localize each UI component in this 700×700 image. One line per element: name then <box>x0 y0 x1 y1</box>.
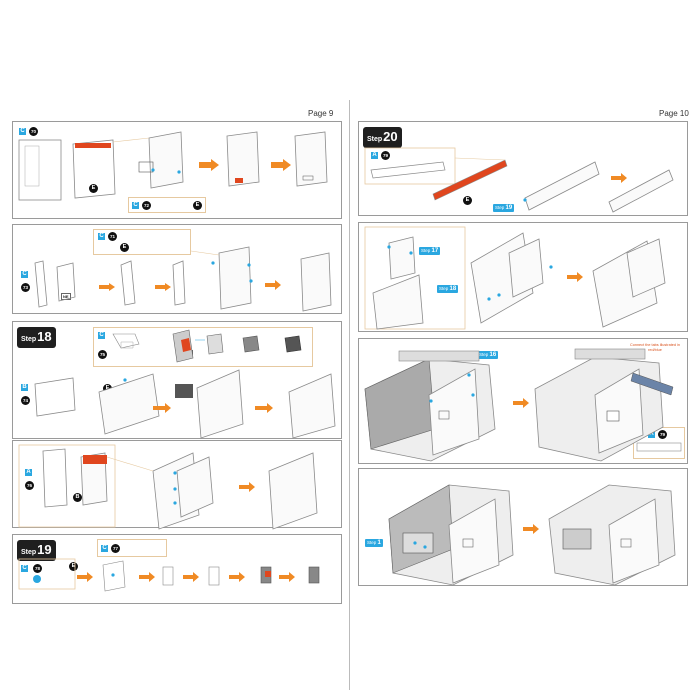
panel-illustration <box>388 484 676 586</box>
part-number-badge: 70 <box>29 127 38 136</box>
step-reference-tag: Step 1 <box>365 539 383 547</box>
piece-label-badge: B <box>73 493 82 502</box>
step-reference-tag: Step 16 <box>477 351 499 359</box>
panel-illustration <box>18 131 328 201</box>
instruction-panel-p9-4: A 76 B <box>12 440 342 530</box>
panel-illustration <box>18 558 320 592</box>
panel-illustration <box>364 226 666 330</box>
part-sheet-letter: C <box>98 233 105 240</box>
piece-label-badge: E <box>103 384 112 393</box>
panel-illustration <box>34 329 336 439</box>
panel-illustration <box>18 444 318 530</box>
instruction-panel-p9-1: C 70 E C 72 E <box>12 121 342 219</box>
part-sheet-letter: B <box>21 384 28 391</box>
part-sheet-letter: A <box>25 469 32 476</box>
instruction-panel-p10-4: Step 1 <box>358 468 688 586</box>
piece-label-badge: E <box>89 184 98 193</box>
step-reference-tag: Step 17 <box>419 247 441 255</box>
sub-callout: C 71 E <box>93 229 191 255</box>
instruction-panel-p10-3: Step 16 Connect the tabs illustrated in … <box>358 338 688 464</box>
panel-illustration <box>364 147 674 213</box>
step-reference-tag: Step 18 <box>437 285 459 293</box>
part-sheet-letter: C <box>19 128 26 135</box>
instruction-panel-p10-1: Step20 A 79 E Step 19 <box>358 121 688 216</box>
sub-callout: C 72 E <box>128 197 206 213</box>
step-badge-20: Step20 <box>363 127 402 148</box>
page-number-right: Page 10 <box>659 109 689 118</box>
part-number-badge: 76 <box>25 481 34 490</box>
sub-callout: C 77 <box>97 539 167 557</box>
piece-label-badge: E <box>69 562 78 571</box>
part-number-badge: 78 <box>33 564 42 573</box>
part-sheet-letter: A <box>648 431 655 438</box>
part-number-badge: 71 <box>108 232 117 241</box>
instruction-panel-p9-3: Step18 C 75 B 74 E NE <box>12 321 342 439</box>
part-number-badge: 75 <box>98 350 107 359</box>
page-divider <box>349 100 350 690</box>
instruction-panel-p9-5: Step19 C 77 C 78 E <box>12 534 342 604</box>
piece-label-badge: E <box>463 196 472 205</box>
panel-illustration <box>364 348 682 462</box>
part-number-badge: 74 <box>21 396 30 405</box>
piece-label-badge: E <box>193 201 202 210</box>
step-badge-18: Step18 <box>17 327 56 348</box>
part-sheet-letter: A <box>371 152 378 159</box>
part-number-badge: 79 <box>658 430 667 439</box>
part-number-badge: 73 <box>21 283 30 292</box>
page-number-left: Page 9 <box>308 109 334 118</box>
part-sheet-letter: C <box>21 271 28 278</box>
instruction-panel-p9-2: C 71 E C 73 NE <box>12 224 342 314</box>
part-sheet-letter: C <box>21 565 28 572</box>
part-number-badge: 77 <box>111 544 120 553</box>
sub-callout: C 75 <box>93 327 313 367</box>
part-sheet-letter: C <box>101 545 108 552</box>
piece-label-badge: E <box>120 243 129 252</box>
part-number-badge: 79 <box>381 151 390 160</box>
step-reference-tag: Step 19 <box>493 204 515 212</box>
part-sheet-letter: C <box>98 332 105 339</box>
part-number-badge: 72 <box>142 201 151 210</box>
part-sheet-letter: C <box>132 202 139 209</box>
instruction-note: Connect the tabs illustrated in red/blue <box>629 343 681 352</box>
instruction-panel-p10-2: Step 17 Step 18 <box>358 222 688 332</box>
panel-illustration <box>34 246 332 312</box>
step-badge-19: Step19 <box>17 540 56 561</box>
